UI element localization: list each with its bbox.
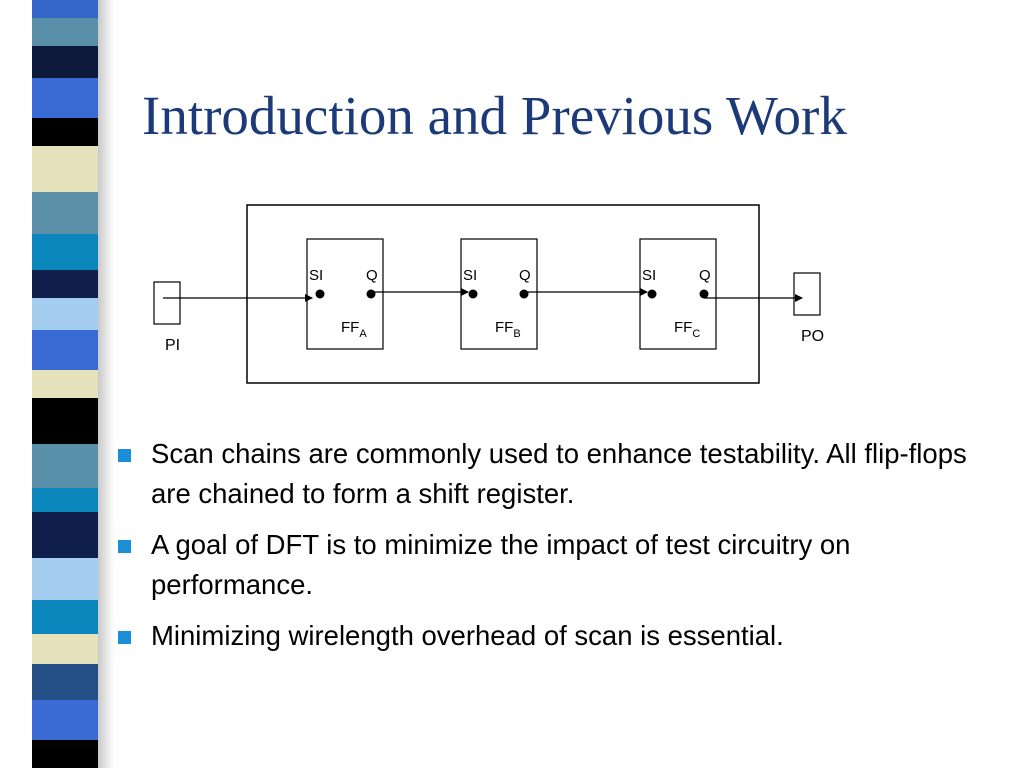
bullet-text: Minimizing wirelength overhead of scan i… [151, 620, 784, 651]
slide-title: Introduction and Previous Work [142, 85, 847, 146]
q-pin-label: Q [366, 267, 378, 284]
si-pin-dot [468, 289, 478, 299]
primary-output-label: PO [801, 328, 824, 345]
q-pin-dot [366, 289, 376, 299]
bullet-item: A goal of DFT is to minimize the impact … [116, 525, 996, 605]
stripe-shadow [98, 0, 114, 768]
circuit-boundary-box [246, 204, 760, 384]
flipflop-label: FFA [341, 319, 367, 340]
decorative-color-stripe [32, 0, 98, 768]
primary-output-pad [793, 272, 821, 316]
square-bullet-icon [118, 631, 131, 644]
flipflop-b: SI Q FFB [460, 238, 538, 350]
bullet-text: A goal of DFT is to minimize the impact … [151, 529, 851, 600]
flipflop-a: SI Q FFA [306, 238, 384, 350]
flipflop-label: FFC [674, 319, 700, 340]
primary-input-pad [153, 281, 181, 325]
bullet-list: Scan chains are commonly used to enhance… [116, 434, 996, 667]
flipflop-label: FFB [495, 319, 521, 340]
bullet-item: Scan chains are commonly used to enhance… [116, 434, 996, 514]
bullet-text: Scan chains are commonly used to enhance… [151, 438, 967, 509]
q-pin-label: Q [519, 267, 531, 284]
si-pin-dot [647, 289, 657, 299]
q-pin-label: Q [699, 267, 711, 284]
bullet-item: Minimizing wirelength overhead of scan i… [116, 616, 996, 656]
square-bullet-icon [118, 449, 131, 462]
si-pin-label: SI [463, 267, 477, 284]
q-pin-dot [699, 289, 709, 299]
q-pin-dot [519, 289, 529, 299]
si-pin-dot [315, 289, 325, 299]
flipflop-c: SI Q FFC [639, 238, 717, 350]
si-pin-label: SI [309, 267, 323, 284]
si-pin-label: SI [642, 267, 656, 284]
primary-input-label: PI [165, 337, 180, 354]
square-bullet-icon [118, 540, 131, 553]
